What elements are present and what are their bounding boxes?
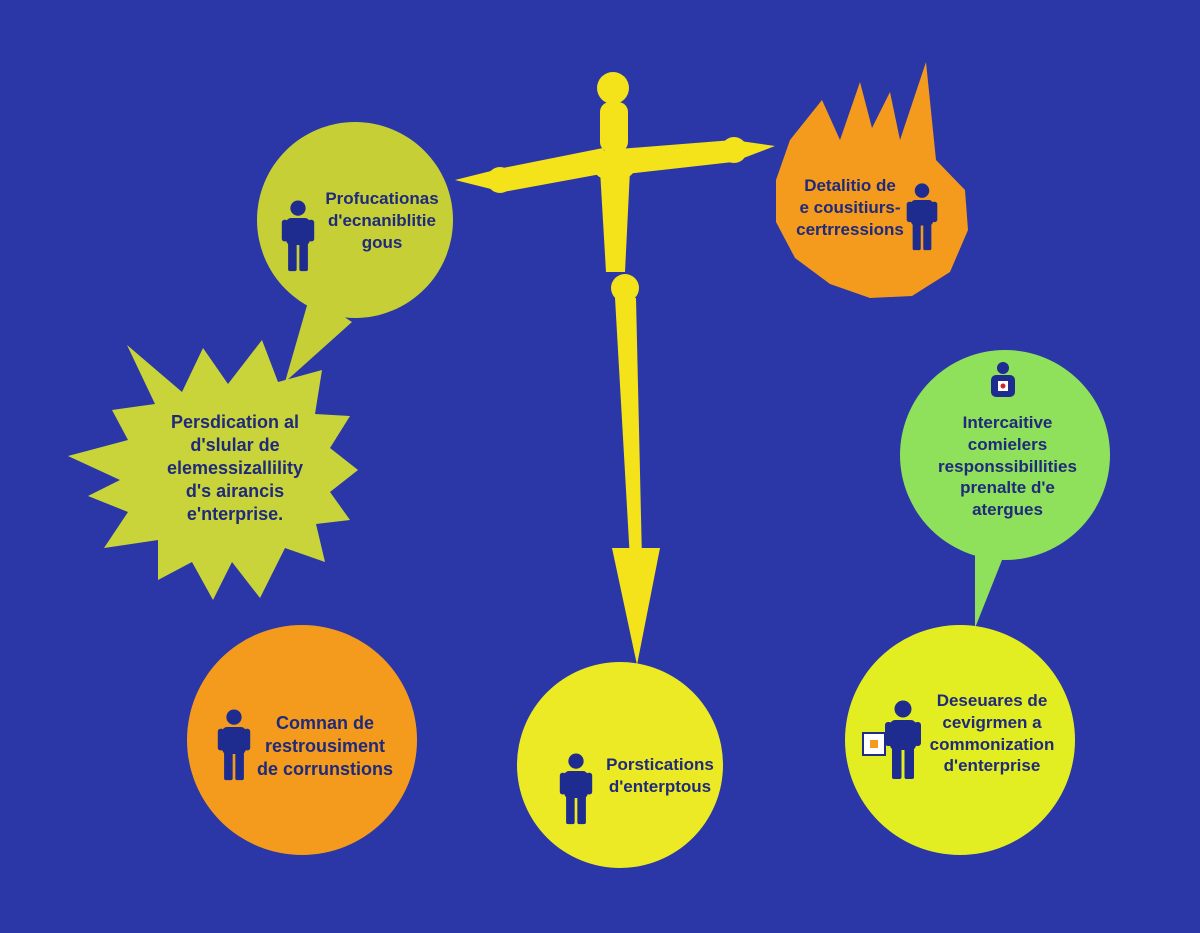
node-right-mid-label: Intercaitive comielers responssibillitie… (920, 412, 1095, 521)
node-bottom-left-label: Comnan de restrousiment de corrunstions (255, 712, 395, 781)
node-top-left-label: Profucationas d'ecnaniblitie gous (312, 188, 452, 253)
cross-left-arm (455, 148, 612, 192)
node-top-right-shape (776, 62, 968, 298)
node-bottom-left-shape (187, 625, 417, 855)
node-right-mid-line-1: Intercaitive (962, 413, 1053, 432)
node-top-right-line-2: e cousitiurs- (799, 197, 901, 217)
node-bottom-left-line-1: Comnan de (275, 713, 374, 733)
node-top-left-line-3: gous (361, 232, 403, 252)
cross-top-knob (597, 72, 629, 104)
cross-left-joint (487, 167, 513, 193)
node-starburst-line-4: d's airancis (185, 481, 285, 502)
node-starburst-shape (68, 340, 358, 600)
node-right-mid-line-5: atergues (972, 500, 1043, 519)
node-starburst-line-5: e'nterprise. (186, 504, 284, 525)
node-right-mid-shape (900, 350, 1110, 628)
cross-right-joint (721, 137, 747, 163)
arrow-head (612, 548, 660, 665)
node-top-left-line-1: Profucationas (325, 189, 439, 208)
node-starburst-line-1: Persdication al (170, 412, 300, 432)
node-starburst-label: Persdication al d'slular de elemessizall… (140, 411, 330, 526)
node-bottom-right-line-2: cevigrmen a (942, 712, 1042, 732)
cross-shaft (600, 170, 630, 272)
cross-top-post (600, 102, 628, 152)
node-top-left-line-2: d'ecnaniblitie (328, 210, 436, 230)
node-starburst-line-3: elemessizallility (166, 458, 304, 479)
central-cross-arrow (455, 72, 775, 665)
arrow-shaft (615, 298, 642, 560)
node-bottom-left-line-2: restrousiment (264, 736, 386, 757)
node-top-right-line-3: certrressions (796, 219, 904, 239)
person-badge-icon (991, 362, 1015, 397)
node-right-mid-line-2: comielers (967, 434, 1048, 454)
node-bottom-right-shape (845, 625, 1075, 855)
cross-lower-joint (611, 274, 639, 302)
node-bottom-center-shape (517, 662, 723, 868)
node-bottom-center-label: Porstications d'enterptous (600, 754, 720, 798)
node-bottom-center-line-2: d'enterptous (608, 776, 712, 796)
node-top-right-label: Detalitio de e cousitiurs- certrressions (785, 175, 915, 240)
node-bottom-right-line-4: d'enterprise (943, 756, 1041, 776)
node-top-left-shape (257, 122, 453, 382)
node-bottom-center-line-1: Porstications (606, 755, 714, 774)
node-top-right-line-1: Detalitio de (804, 176, 896, 195)
node-right-mid-line-3: responssibillities (938, 456, 1077, 476)
node-bottom-left-line-3: de corrunstions (256, 759, 394, 780)
node-starburst-line-2: d'slular de (190, 435, 280, 456)
node-bottom-right-line-3: commonization (929, 734, 1055, 754)
node-bottom-right-line-1: Deseuares de (936, 691, 1048, 710)
node-bottom-right-label: Deseuares de cevigrmen a commonization d… (922, 690, 1062, 777)
node-right-mid-line-4: prenalte d'e (960, 478, 1055, 498)
